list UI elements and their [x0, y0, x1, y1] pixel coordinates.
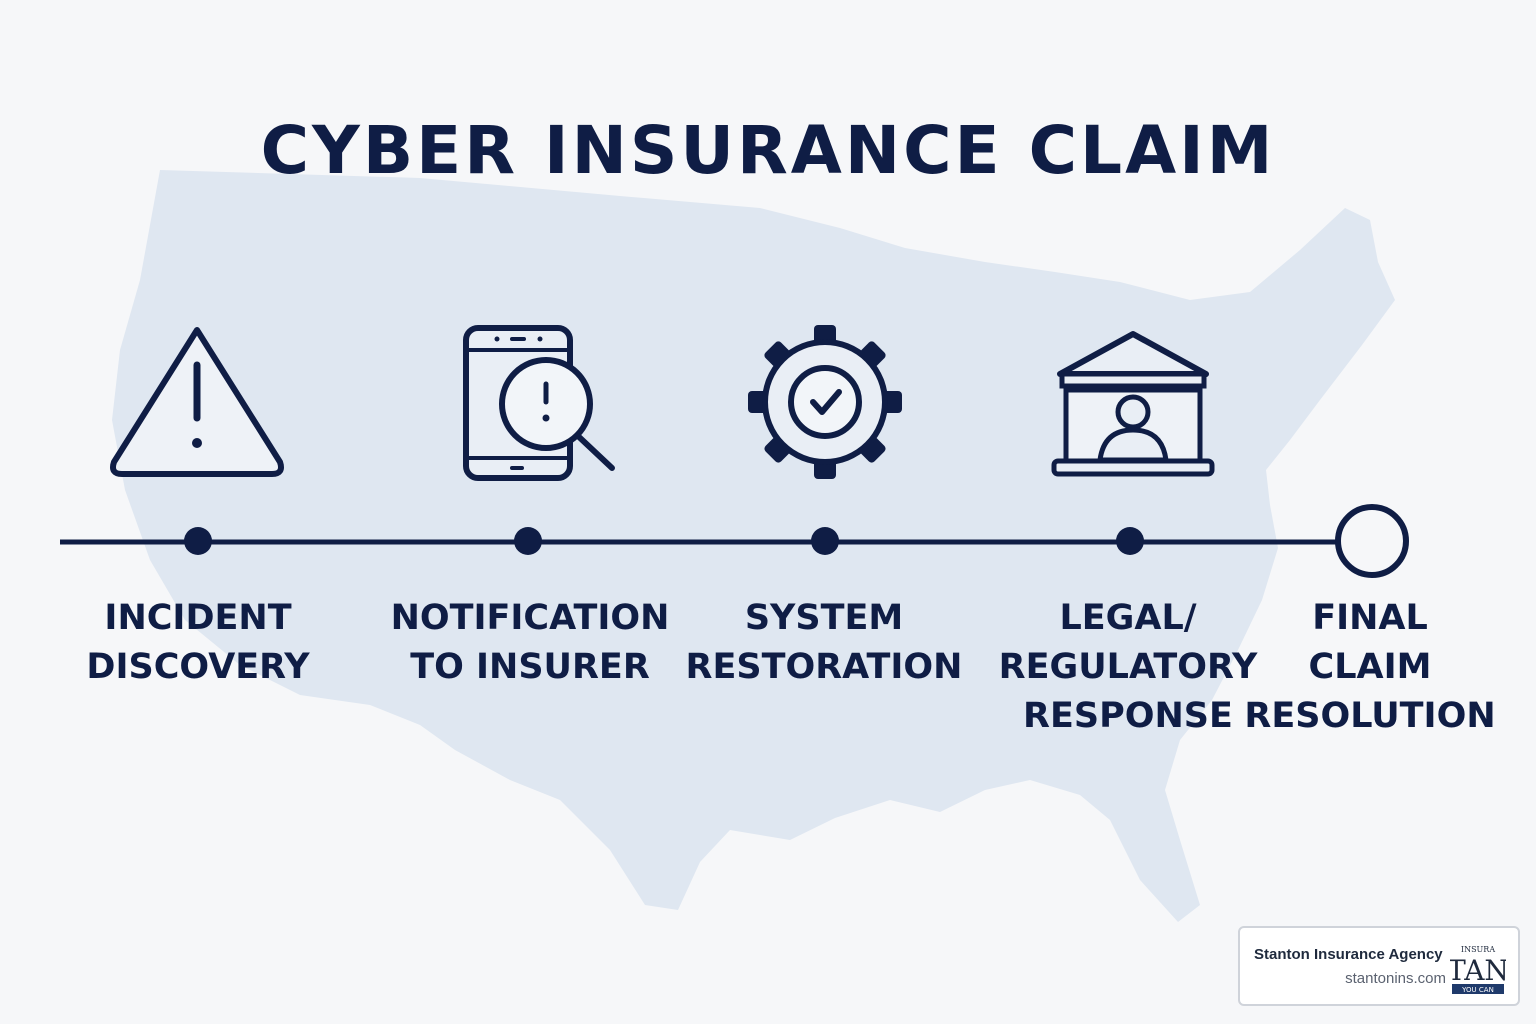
- step-3-marker: [811, 527, 839, 555]
- svg-text:TAN: TAN: [1450, 954, 1506, 987]
- brand-name: Stanton Insurance Agency: [1254, 946, 1443, 963]
- us-map-shape: [112, 170, 1395, 922]
- step-5-marker: [1335, 504, 1409, 578]
- warning-triangle-icon: [110, 327, 284, 477]
- step-label-system-restoration: SYSTEM RESTORATION: [685, 598, 963, 687]
- phone-magnifier-icon: [463, 325, 615, 481]
- step-1-marker: [184, 527, 212, 555]
- step-label-notification-to-insurer: NOTIFICATION TO INSURER: [390, 598, 670, 687]
- step-label-legal-regulatory-response: LEGAL/ REGULATORY RESPONSE: [998, 598, 1258, 736]
- page-title: CYBER INSURANCE CLAIM: [260, 112, 1276, 189]
- step-label-incident-discovery: INCIDENT DISCOVERY: [86, 598, 310, 687]
- stanton-logo-icon: INSURA TAN YOU CAN: [1450, 945, 1506, 994]
- svg-text:YOU CAN: YOU CAN: [1461, 986, 1494, 994]
- step-label-final-claim-resolution: FINAL CLAIM RESOLUTION: [1244, 598, 1496, 736]
- step-4-marker: [1116, 527, 1144, 555]
- gear-check-icon: [748, 325, 902, 479]
- step-2-marker: [514, 527, 542, 555]
- svg-text:INSURA: INSURA: [1461, 945, 1495, 954]
- brand-card[interactable]: Stanton Insurance Agency stantonins.com …: [1238, 926, 1520, 1006]
- courthouse-person-icon: [1051, 331, 1215, 477]
- brand-url[interactable]: stantonins.com: [1345, 970, 1446, 987]
